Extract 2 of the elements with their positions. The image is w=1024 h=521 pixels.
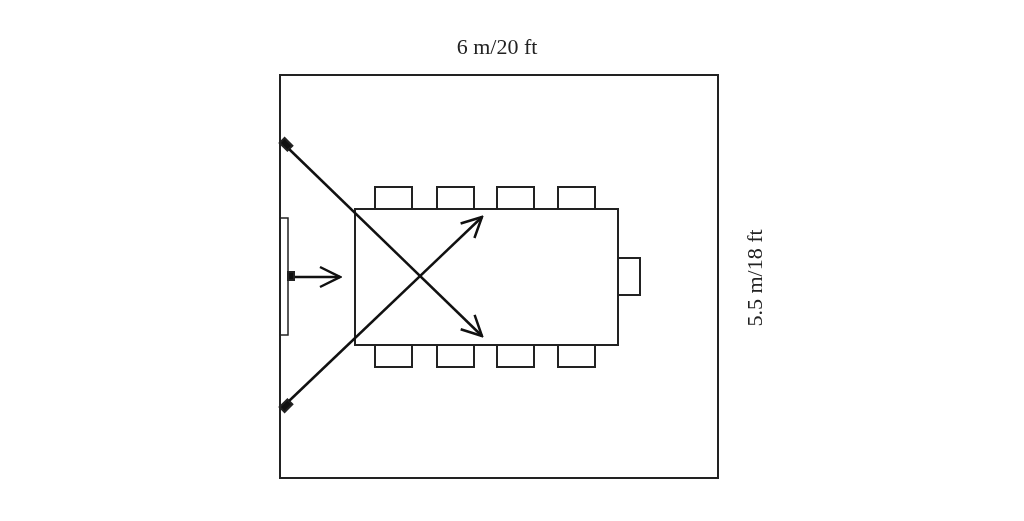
dimension-label: 5.5 m/18 ft [742,229,768,327]
dimension-label: 6 m/20 ft [456,34,538,60]
